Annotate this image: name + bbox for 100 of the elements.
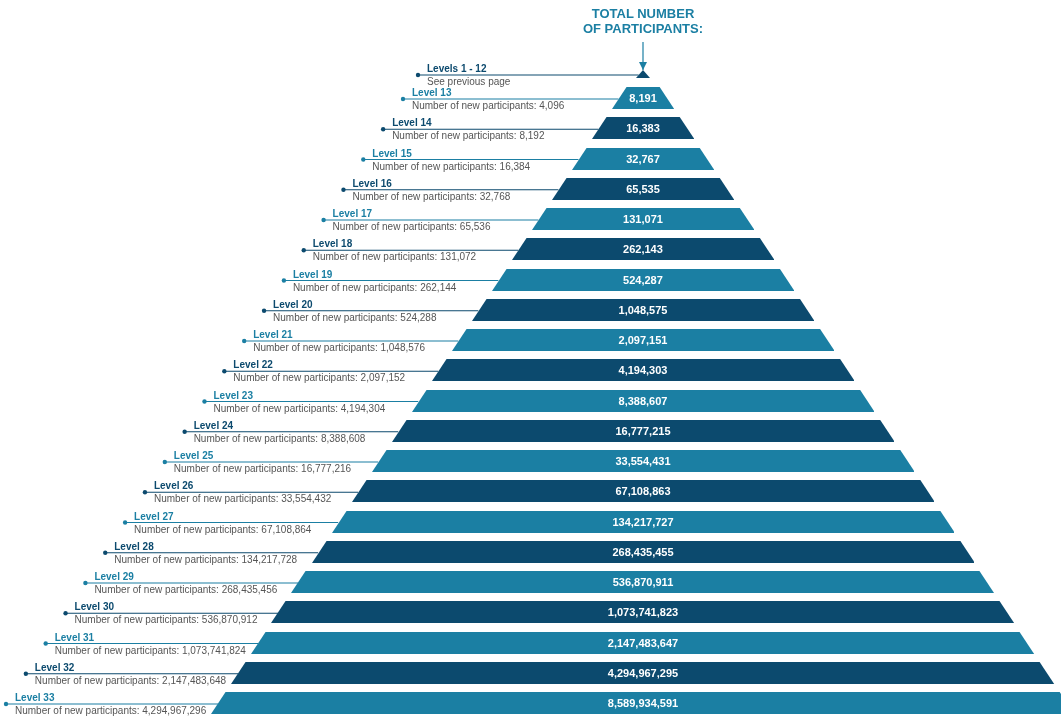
pyramid-band (391, 419, 895, 442)
level-heading: Level 31 (54, 632, 95, 644)
leader-line (23, 671, 239, 676)
pyramid-band (491, 268, 795, 291)
pyramid-band (591, 117, 695, 140)
apex-triangle (636, 70, 650, 78)
leader-line (341, 187, 560, 192)
leader-line (301, 248, 519, 253)
participant-total: 2,097,151 (617, 333, 669, 348)
level-heading: Level 19 (292, 269, 333, 281)
level-heading: Level 27 (134, 511, 174, 523)
pyramid-band (471, 298, 815, 321)
pyramid-band (351, 480, 935, 503)
pyramid-band (611, 87, 675, 109)
participant-total: 16,383 (625, 121, 661, 137)
participant-total: 33,554,431 (614, 454, 672, 469)
participant-total: 4,194,303 (617, 363, 669, 379)
level-heading: Level 30 (74, 602, 115, 614)
leader-line (415, 72, 640, 78)
level-heading: Level 18 (312, 239, 353, 251)
level-heading: Level 20 (273, 299, 313, 311)
level-heading: Level 33 (15, 693, 55, 704)
participant-total: 65,535 (625, 181, 661, 197)
level-heading: Level 23 (213, 390, 253, 402)
level-heading: Level 14 (392, 118, 432, 130)
level-heading: Level 16 (352, 178, 392, 190)
chart-title: TOTAL NUMBER OF PARTICIPANTS: (581, 6, 705, 36)
level-description: Number of new participants: 32,768 (352, 190, 511, 203)
leader-line (261, 308, 479, 313)
participant-total: 131,071 (622, 212, 664, 227)
level-heading: Level 26 (153, 481, 194, 493)
leader-line (103, 550, 319, 555)
participant-total: 8,191 (628, 91, 658, 106)
pyramid-band (551, 177, 735, 200)
level-description: Number of new participants: 65,536 (332, 221, 491, 233)
pyramid-band (231, 661, 1055, 684)
leader-line (162, 459, 379, 465)
participant-total: 4,294,967,295 (606, 665, 680, 681)
level-description: Number of new participants: 1,048,576 (253, 342, 425, 354)
level-description: Number of new participants: 536,870,912 (74, 614, 258, 627)
level-description: Number of new participants: 8,388,608 (193, 432, 366, 445)
arrow (639, 41, 647, 71)
level-description: Number of new participants: 134,217,728 (114, 553, 298, 566)
level-description: Number of new participants: 131,072 (312, 251, 477, 264)
pyramid-band (251, 631, 1035, 654)
pyramid-band (511, 238, 775, 261)
leader-line (202, 399, 419, 404)
level-description: Number of new participants: 67,108,864 (134, 523, 312, 536)
participant-total: 1,073,741,823 (606, 605, 680, 621)
participant-total: 268,435,455 (611, 544, 675, 560)
pyramid-band (211, 692, 1061, 714)
participant-total: 2,147,483,647 (606, 635, 680, 651)
level-description: Number of new participants: 4,194,304 (213, 402, 386, 415)
leader-line (43, 641, 259, 646)
leader-line (63, 611, 279, 616)
pyramid-band (311, 540, 975, 563)
leader-line (281, 278, 499, 283)
level-description: Number of new participants: 4,096 (412, 100, 565, 112)
level-heading: Level 24 (193, 420, 234, 432)
pyramid-band (531, 208, 755, 230)
leader-line (400, 96, 620, 102)
participant-total: 8,388,607 (617, 393, 669, 409)
level-description: Number of new participants: 2,147,483,648 (34, 674, 227, 687)
participant-total: 536,870,911 (611, 575, 675, 590)
level-heading: Level 25 (173, 451, 214, 462)
pyramid-band (431, 359, 855, 382)
level-description: Number of new participants: 8,192 (392, 130, 545, 143)
leader-line (122, 520, 339, 525)
level-heading: Level 21 (253, 330, 293, 341)
participant-total: 67,108,863 (614, 484, 672, 500)
leader-line (361, 157, 580, 162)
level-description: Number of new participants: 262,144 (292, 281, 457, 294)
level-description: Number of new participants: 1,073,741,824 (54, 644, 246, 657)
pyramid-band (571, 147, 715, 170)
level-description: Number of new participants: 524,288 (273, 311, 437, 324)
level-description: Number of new participants: 33,554,432 (153, 493, 332, 506)
pyramid-band (411, 389, 875, 412)
participant-total: 1,048,575 (617, 302, 669, 318)
leader-line (182, 429, 399, 434)
level-description: Number of new participants: 16,384 (372, 160, 531, 173)
level-heading: Level 29 (94, 572, 134, 583)
pyramid-band (451, 329, 835, 351)
pyramid-band (291, 571, 995, 593)
leader-line (3, 701, 219, 707)
leader-line (321, 217, 539, 223)
level-heading: Level 15 (372, 148, 412, 160)
participant-total: 8,589,934,591 (606, 696, 680, 711)
level-description: Number of new participants: 4,294,967,296 (15, 705, 207, 717)
leader-line (380, 127, 600, 132)
level-heading: Level 17 (332, 209, 373, 220)
participant-total: 262,143 (622, 242, 664, 258)
pyramid-band (371, 450, 915, 472)
level-description: Number of new participants: 16,777,216 (173, 463, 352, 475)
level-heading: Level 28 (114, 541, 154, 553)
leader-line (222, 369, 439, 374)
level-heading: Level 32 (34, 662, 75, 674)
level-heading: Level 22 (233, 360, 273, 372)
participant-total: 16,777,215 (614, 423, 672, 439)
level-heading: Levels 1 - 12 (427, 64, 487, 75)
pyramid-band (271, 601, 1015, 624)
